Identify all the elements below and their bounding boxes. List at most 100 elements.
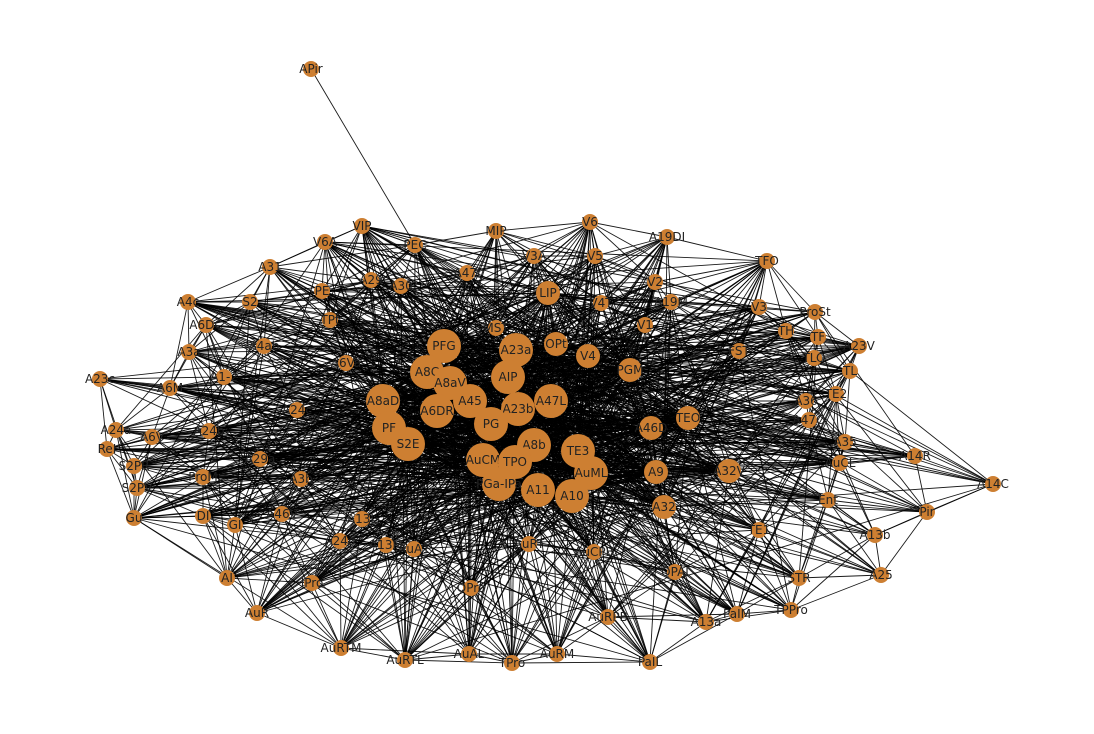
node-A13M: A13M (369, 537, 403, 553)
node-AuCPB: AuCPB (574, 544, 614, 560)
node-label: A30 (389, 279, 412, 293)
edge-ProSt-A30 (400, 285, 816, 313)
edge-AuRM-AuRT (528, 543, 558, 655)
edge-A24c-A6DR (296, 409, 438, 412)
node-label: V3A (522, 249, 547, 263)
edge-AuCPB-PGa-IPa (498, 483, 595, 553)
node-label: V6A (313, 235, 338, 249)
node-label: TPO (502, 455, 527, 469)
node-circle (791, 570, 807, 586)
node-circle (304, 575, 320, 591)
node-label: AuCM (466, 453, 501, 467)
node-label: AIP (499, 370, 518, 384)
node-label: A47O (793, 413, 826, 427)
node-circle (219, 570, 235, 586)
edge-TEO-A14R (687, 417, 916, 457)
edge-AuRM-AuCPB (556, 551, 595, 655)
edge-PaIL-AuRM (556, 653, 651, 663)
node-label: TLO (801, 351, 825, 365)
edge-AuAL-AuA1 (413, 548, 470, 655)
edge-AuR-A45 (256, 400, 471, 614)
edge-AI-A32V (226, 470, 730, 579)
node-label: A3a (177, 345, 200, 359)
node-label: DI (197, 509, 210, 523)
node-label: A9 (648, 465, 664, 479)
node-TH: TH (777, 323, 794, 339)
node-V5: V5 (587, 248, 603, 264)
node-label: TH (777, 324, 794, 338)
node-label: A3b (289, 472, 312, 486)
node-circle (427, 329, 461, 363)
node-V6A: V6A (313, 234, 338, 250)
node-circle (828, 386, 844, 402)
node-A36: A36 (794, 393, 818, 409)
edge-AuRT-AuRTL (404, 543, 530, 661)
edge-ProM-GI (202, 476, 236, 526)
node-label: A4c (177, 295, 199, 309)
node-TFO: TFO (754, 253, 779, 269)
edge-FST-A14C (738, 350, 994, 485)
edge-PEC-PE (321, 244, 416, 292)
node-label: S2PR (119, 459, 150, 473)
node-A9: A9 (644, 460, 668, 484)
edge-PaIL-TPro (511, 661, 651, 664)
node-circle (801, 412, 817, 428)
node-circle (842, 363, 858, 379)
edge-A47L-A46D (550, 400, 652, 429)
node-label: TE2 (824, 387, 848, 401)
edge-IPro-PG (311, 423, 492, 584)
edge-FST-MST (495, 327, 740, 352)
node-label: OPAI (661, 565, 689, 579)
edge-A6M-TF (169, 336, 819, 389)
edge-A24b-AuRTL (208, 430, 406, 661)
node-circle (536, 281, 560, 305)
edge-A24c-A8C (296, 371, 428, 411)
edge-A6V-PE (151, 290, 323, 438)
edge-V3-TF (758, 306, 819, 338)
edge-A4ab-A1-2 (223, 345, 265, 378)
node-label: A13a (691, 615, 722, 629)
node-AIP: AIP (491, 360, 525, 394)
node-circle (201, 423, 217, 439)
node-label: AuRPB (588, 610, 628, 624)
node-circle (108, 422, 124, 438)
node-circle (521, 536, 537, 552)
edge-TPro-AuRTL (404, 659, 513, 664)
node-label: A1-2 (210, 370, 238, 384)
node-label: TPro (498, 656, 525, 670)
node-label: AuML (575, 466, 608, 480)
edge-Pir-LIP (547, 292, 928, 513)
node-circle (798, 393, 814, 409)
edge-A47I-LIP (466, 272, 549, 294)
node-A46D: A46D (635, 416, 667, 440)
node-PG: PG (474, 407, 508, 441)
node-circle (731, 343, 747, 359)
edge-A29a-DI (202, 458, 261, 517)
node-circle (274, 506, 290, 522)
edge-A6M-A24a (115, 387, 171, 431)
edge-A6V-AuCM (151, 436, 484, 461)
node-A6Va: A6Va (331, 355, 361, 371)
edge-V3A-VIP (361, 225, 535, 257)
node-label: A46V (266, 507, 298, 521)
node-PGa-IPa: PGa-IPa (476, 467, 522, 501)
edge-AuR-GI (234, 524, 258, 614)
edge-A24c-GI (234, 409, 298, 526)
edge-A13M-IPro (311, 544, 387, 584)
node-label: TEO (675, 411, 700, 425)
edge-TE1-PaIM (736, 529, 760, 615)
edge-S2PR-A24b (133, 430, 210, 467)
node-A13L: A13L (347, 511, 377, 527)
node-label: A29 (359, 273, 382, 287)
node-circle (807, 304, 823, 320)
node-label: AuRT (514, 537, 545, 551)
node-circle (466, 443, 500, 477)
node-A3b: A3b (289, 471, 313, 487)
edge-TEO-AuML (590, 417, 689, 474)
node-label: ProSt (799, 305, 831, 319)
node-label: A23V (843, 339, 875, 353)
node-circle (820, 492, 836, 508)
node-circle (759, 253, 775, 269)
edge-A23c-ReI (99, 378, 108, 450)
edge-TPt-A9 (329, 319, 657, 473)
